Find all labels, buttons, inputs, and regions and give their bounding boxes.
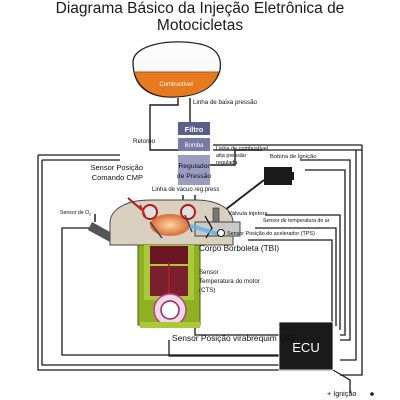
tps-label: Sensor Posição do acelerador (TPS) bbox=[227, 231, 315, 237]
throttle-body-label: Corpo Borboleta (TBI) bbox=[199, 244, 279, 253]
title-line-1: Diagrama Básico da Injeção Eletrônica de bbox=[55, 0, 345, 17]
o2-sensor-label: Sensor de O2 bbox=[60, 210, 91, 217]
ckp-label: Sensor Posição virabrequim CKP bbox=[172, 333, 297, 343]
o2-sensor-text: Sensor de O bbox=[60, 210, 89, 216]
valve-train bbox=[127, 197, 196, 239]
filter-label: Filtro bbox=[185, 125, 204, 134]
wiring-harness bbox=[37, 144, 363, 393]
cts-label-2: Temperatura do motor bbox=[199, 278, 260, 285]
tank-label: Combustível bbox=[159, 82, 192, 88]
o2-sensor-subscript: 2 bbox=[89, 213, 91, 217]
injector-label: Válvula injetora bbox=[228, 211, 268, 217]
ecu-label: ECU bbox=[292, 340, 319, 355]
regulator-box bbox=[178, 155, 210, 185]
throttle-body bbox=[189, 207, 241, 239]
high-pressure-label-2: alta pressão bbox=[216, 153, 246, 159]
tps-icon bbox=[217, 229, 225, 237]
engine-block bbox=[109, 199, 234, 328]
ignition-terminal-icon bbox=[370, 392, 374, 396]
pump-label: Bomba bbox=[184, 143, 204, 149]
vacuum-line-label: Linha de vácuo reg.press bbox=[152, 187, 219, 193]
cts-label-1: Sensor bbox=[199, 269, 219, 276]
ignition-label: + Ignição bbox=[327, 389, 356, 398]
ecu-unit bbox=[278, 321, 334, 371]
return-label: Retorno bbox=[133, 138, 156, 145]
cmp-label-2: Comando CMP bbox=[92, 173, 143, 182]
low-pressure-line-label: Linha de baixa pressão bbox=[193, 99, 258, 106]
title-line-2: Motocicletas bbox=[156, 17, 244, 34]
air-temp-label: Sensor de temperatura do ar bbox=[263, 218, 330, 224]
ignition-coil-label: Bobina de Ignição bbox=[270, 154, 316, 160]
cmp-label-1: Sensor Posição bbox=[90, 163, 143, 172]
fuel-tank bbox=[132, 41, 222, 98]
exhaust-o2-sensor bbox=[88, 214, 110, 242]
high-pressure-label-1: Linha de combustível bbox=[216, 146, 268, 152]
filter-box bbox=[178, 122, 210, 135]
cts-label-3: (CTS) bbox=[199, 287, 216, 294]
high-pressure-label-3: regulada bbox=[216, 160, 238, 166]
regulator-label-2: de Pressão bbox=[177, 173, 212, 180]
regulator-label-1: Regulador bbox=[178, 163, 210, 170]
pump-box bbox=[178, 138, 210, 151]
ignition-coil bbox=[224, 167, 294, 211]
